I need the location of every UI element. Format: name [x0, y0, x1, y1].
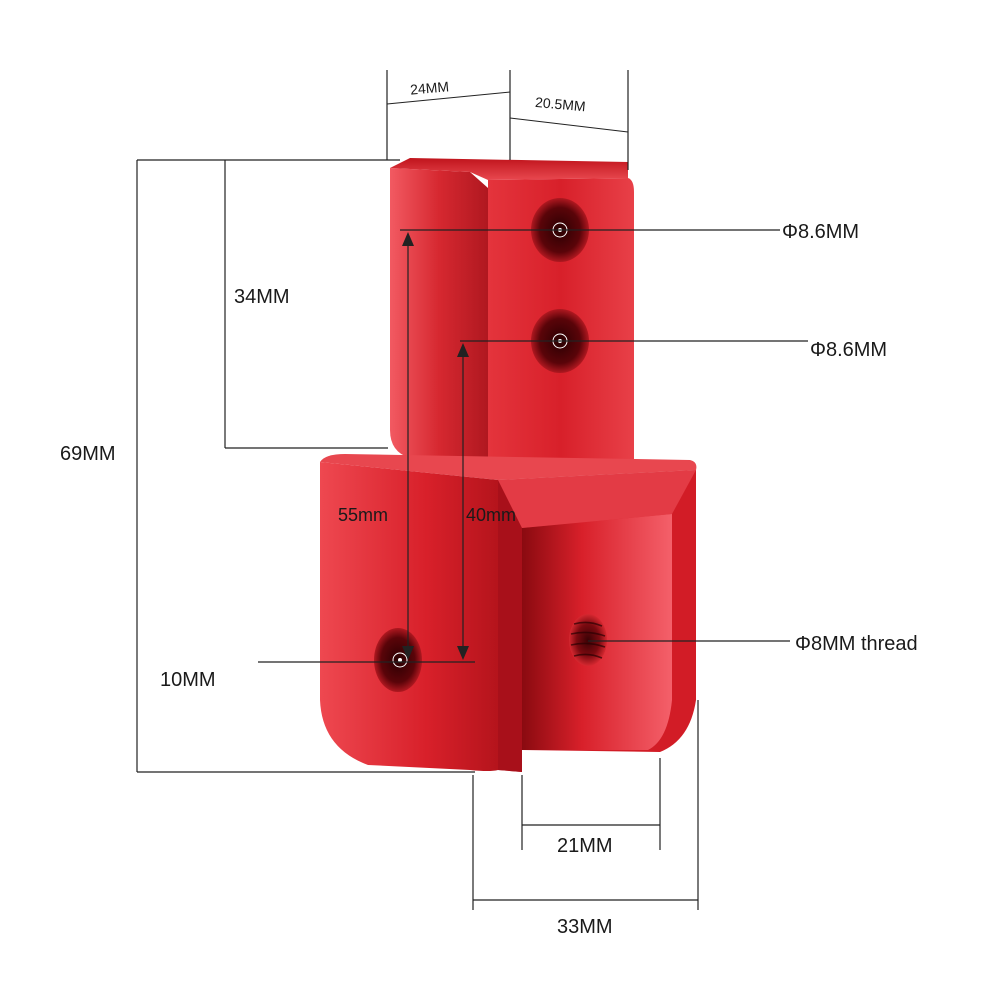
label-height-upper: 34MM [234, 286, 290, 308]
thread-lines [570, 621, 606, 659]
slot-top-rim [498, 470, 696, 528]
thread-hole [569, 614, 607, 666]
label-hole-top-upper: Φ8.6MM [782, 221, 859, 243]
label-hole-top-lower: Φ8.6MM [810, 339, 887, 361]
upper-block-left-face [390, 168, 488, 470]
label-bottom-width: 33MM [557, 916, 613, 938]
slot-edge [498, 480, 522, 772]
bracket-part [320, 158, 697, 772]
label-width-top-right: 20.5MM [535, 94, 587, 114]
dimension-lines [136, 70, 808, 910]
upper-block-top-face [390, 158, 628, 180]
dimension-labels: 24MM 20.5MM Φ8.6MM Φ8.6MM 34MM 69MM 55mm… [60, 78, 918, 938]
lower-block-top-face [320, 454, 697, 480]
label-hole-spacing-inner: 40mm [466, 505, 516, 525]
label-hole-bottom: 10MM [160, 669, 216, 691]
label-width-top-left: 24MM [410, 78, 450, 97]
lower-block-left-face [320, 462, 498, 771]
label-hole-thread: Φ8MM thread [795, 633, 918, 655]
label-slot-width: 21MM [557, 835, 613, 857]
label-height-total: 69MM [60, 443, 116, 465]
label-hole-spacing-outer: 55mm [338, 505, 388, 525]
